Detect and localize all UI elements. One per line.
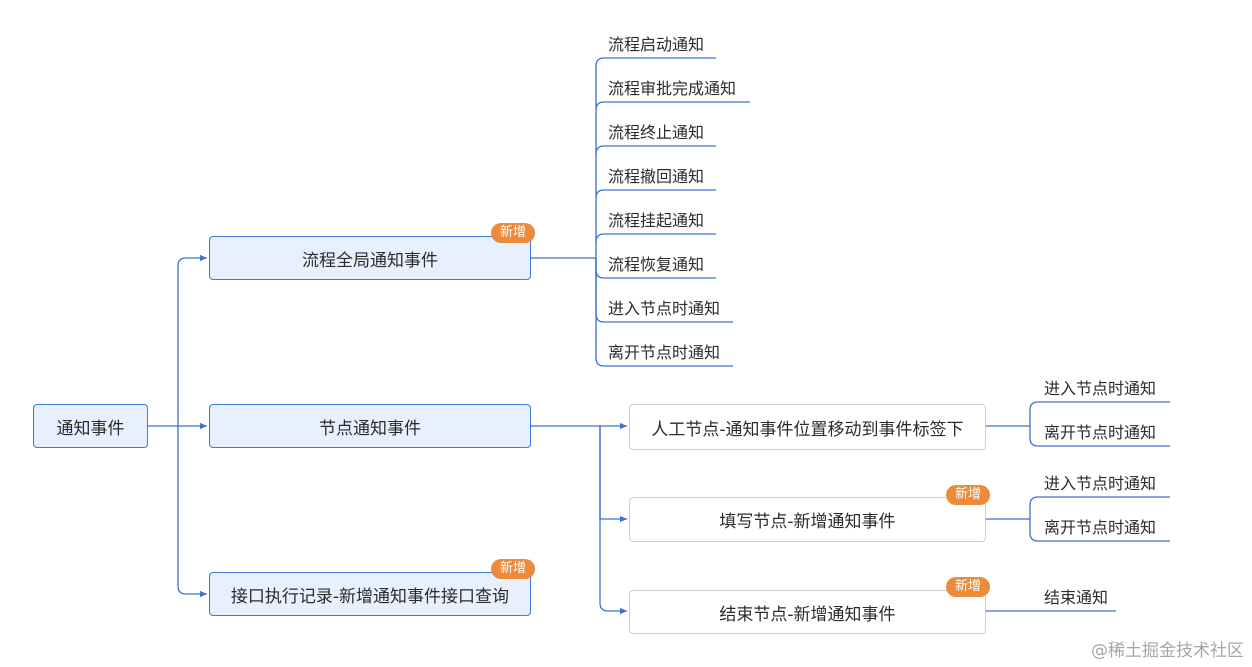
connector-node-type-2 (599, 426, 627, 615)
new-badge: 新增 (491, 223, 536, 243)
connector-global-event-3 (595, 189, 716, 199)
global-event-item[interactable]: 流程挂起通知 (608, 211, 705, 230)
node-type-label: 填写节点-新增通知事件 (719, 512, 896, 532)
connector-node-type-1 (599, 426, 627, 523)
node-type-end[interactable]: 结束节点-新增通知事件 (629, 590, 986, 634)
connector-type0-event-0 (1029, 401, 1170, 426)
branch-node-notification[interactable]: 节点通知事件 (209, 404, 531, 448)
connector-global-event-4 (595, 233, 716, 243)
global-event-item[interactable]: 流程撤回通知 (608, 167, 705, 186)
node-type-fill[interactable]: 填写节点-新增通知事件 (629, 497, 986, 542)
branch-api-log[interactable]: 接口执行记录-新增通知事件接口查询 (209, 572, 531, 616)
node-type-manual[interactable]: 人工节点-通知事件位置移动到事件标签下 (629, 404, 986, 450)
branch-label: 节点通知事件 (319, 418, 421, 439)
node-type-label: 结束节点-新增通知事件 (719, 604, 896, 625)
connector-global-event-1 (595, 101, 750, 111)
watermark: @稀土掘金技术社区 (1091, 641, 1244, 661)
connector-type1-event-1 (1029, 519, 1170, 542)
node-event-item[interactable]: 离开节点时通知 (1044, 423, 1157, 442)
connector-global-event-7 (595, 258, 733, 367)
root-node[interactable]: 通知事件 (33, 404, 148, 448)
global-event-item[interactable]: 流程终止通知 (608, 123, 705, 142)
connector-global-event-2 (595, 145, 716, 155)
branch-label: 接口执行记录-新增通知事件接口查询 (230, 586, 510, 607)
global-event-item[interactable]: 流程审批完成通知 (608, 79, 737, 98)
node-event-item[interactable]: 进入节点时通知 (1044, 474, 1157, 493)
global-event-item[interactable]: 流程恢复通知 (608, 255, 705, 274)
connector-type1-event-0 (1029, 496, 1170, 519)
node-event-item[interactable]: 结束通知 (1044, 588, 1109, 607)
root-label: 通知事件 (56, 418, 125, 439)
new-badge: 新增 (491, 559, 536, 579)
branch-global-notification[interactable]: 流程全局通知事件 (209, 236, 531, 280)
branch-label: 流程全局通知事件 (302, 250, 438, 271)
global-event-item[interactable]: 进入节点时通知 (608, 299, 721, 318)
node-event-item[interactable]: 进入节点时通知 (1044, 379, 1157, 398)
new-badge: 新增 (946, 485, 991, 505)
new-badge: 新增 (946, 577, 991, 597)
global-event-item[interactable]: 离开节点时通知 (608, 343, 721, 362)
node-type-label: 人工节点-通知事件位置移动到事件标签下 (651, 419, 964, 440)
connector-root-branch-0 (177, 254, 207, 426)
connector-type0-event-1 (1029, 426, 1170, 447)
global-event-item[interactable]: 流程启动通知 (608, 35, 705, 54)
node-event-item[interactable]: 离开节点时通知 (1044, 518, 1157, 537)
connector-global-event-0 (595, 57, 716, 258)
connector-root-branch-2 (177, 426, 207, 598)
